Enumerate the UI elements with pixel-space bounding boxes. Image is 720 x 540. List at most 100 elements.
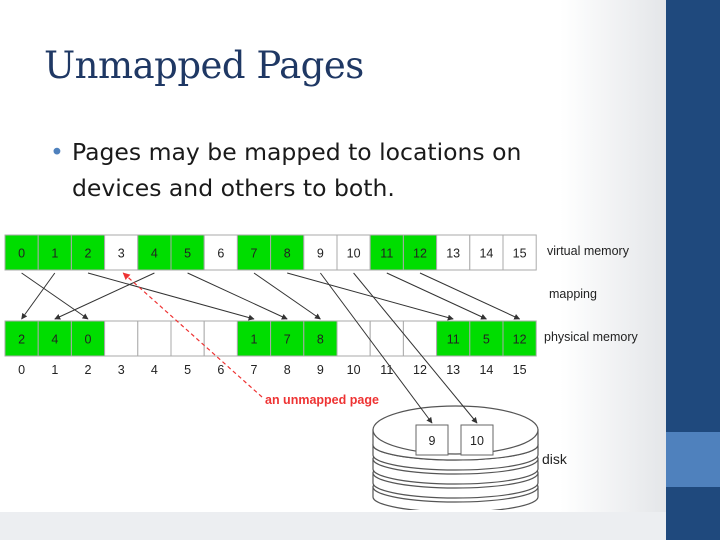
- frame-number: 5: [184, 363, 191, 377]
- physical-frame-cell: [203, 320, 238, 357]
- bottom-strip: [0, 512, 666, 540]
- physical-frame-cell: [270, 320, 305, 357]
- virtual-page-cell-label: 9: [317, 247, 324, 261]
- frame-number: 12: [413, 363, 427, 377]
- virtual-page-cell-label: 14: [479, 247, 493, 261]
- frame-number: 13: [446, 363, 460, 377]
- mapping-arrow: [21, 272, 89, 320]
- physical-frame-cell: [70, 320, 106, 357]
- virtual-memory-label: virtual memory: [547, 244, 630, 258]
- unmapped-arrow: [122, 272, 263, 398]
- unmapped-page-label: an unmapped page: [265, 393, 379, 407]
- physical-frame-cell-label: 11: [447, 333, 460, 347]
- disk-mapping-arrow: [319, 272, 433, 424]
- virtual-page-cell: [137, 234, 172, 271]
- frame-number: 2: [85, 363, 92, 377]
- mapping-arrow: [87, 272, 255, 321]
- mapping-arrow: [253, 272, 321, 320]
- physical-frame-cell-label: 4: [51, 333, 58, 347]
- frame-number: 0: [18, 363, 25, 377]
- bullet-icon: •: [50, 138, 64, 166]
- virtual-page-cell-label: 6: [217, 247, 224, 261]
- physical-frame-cell: [502, 320, 537, 357]
- frame-number: 8: [284, 363, 291, 377]
- frame-number: 4: [151, 363, 158, 377]
- virtual-page-cell: [170, 234, 205, 271]
- physical-frame-cell-label: 0: [85, 333, 92, 347]
- virtual-page-cell: [104, 234, 139, 271]
- physical-frame-cell: [137, 320, 172, 357]
- virtual-page-cell-label: 8: [284, 247, 291, 261]
- mapping-arrow: [54, 272, 155, 320]
- disk: 9 10: [372, 405, 539, 510]
- disk-label: disk: [542, 451, 568, 467]
- physical-frame-cell: [4, 320, 39, 357]
- virtual-page-cell-label: 12: [413, 247, 427, 261]
- virtual-page-cell: [469, 234, 504, 271]
- disk-block: [460, 424, 494, 456]
- virtual-page-cell-label: 5: [184, 247, 191, 261]
- virtual-page-cell-label: 4: [151, 247, 158, 261]
- virtual-page-cell-label: 10: [347, 247, 361, 261]
- virtual-page-cell-label: 3: [118, 247, 125, 261]
- virtual-page-cell: [270, 234, 305, 271]
- physical-frame-cell-label: 5: [483, 333, 490, 347]
- virtual-page-cell-label: 1: [51, 247, 58, 261]
- virtual-page-cell: [70, 234, 106, 271]
- physical-frame-cell: [402, 320, 438, 357]
- physical-frame-cell: [369, 320, 404, 357]
- frame-number: 1: [51, 363, 58, 377]
- frame-number: 9: [317, 363, 324, 377]
- frame-number: 15: [513, 363, 527, 377]
- virtual-page-cell: [303, 234, 338, 271]
- mapping-arrows: [21, 272, 521, 424]
- disk-platter-top: [372, 405, 539, 455]
- disk-block-label: 9: [429, 434, 436, 448]
- mapping-arrow: [419, 272, 521, 320]
- physical-frame-cell-label: 8: [317, 333, 324, 347]
- frame-number: 10: [347, 363, 361, 377]
- frame-number: 14: [479, 363, 493, 377]
- frame-number: 7: [251, 363, 258, 377]
- virtual-page-cell-label: 2: [85, 247, 92, 261]
- virtual-page-cell-label: 0: [18, 247, 25, 261]
- virtual-page-cell: [4, 234, 39, 271]
- disk-block-label: 10: [470, 434, 484, 448]
- physical-frame-cell-label: 12: [513, 333, 527, 347]
- disk-block: [415, 424, 449, 456]
- virtual-page-cell: [402, 234, 438, 271]
- virtual-page-cell-label: 15: [513, 247, 527, 261]
- physical-memory-row: 2 4 0 1 7 8 11 5 12: [4, 320, 537, 357]
- mapping-arrow: [21, 272, 56, 320]
- physical-frame-cell: [104, 320, 139, 357]
- frame-number: 3: [118, 363, 125, 377]
- mapping-label: mapping: [549, 287, 597, 301]
- slide-title: Unmapped Pages: [44, 44, 364, 87]
- virtual-page-cell: [436, 234, 471, 271]
- physical-memory-label: physical memory: [544, 330, 639, 344]
- virtual-page-cell: [37, 234, 72, 271]
- virtual-page-cell-label: 7: [251, 247, 258, 261]
- physical-frame-cell: [436, 320, 471, 357]
- bullet-text: Pages may be mapped to locations on devi…: [72, 138, 522, 202]
- physical-frame-cell: [469, 320, 504, 357]
- physical-frame-cell: [37, 320, 72, 357]
- physical-frame-cell-label: 2: [18, 333, 25, 347]
- mapping-arrow: [187, 272, 288, 320]
- virtual-page-cell-label: 13: [446, 247, 460, 261]
- bullet-item: • Pages may be mapped to locations on de…: [50, 134, 610, 206]
- physical-frame-cell: [303, 320, 338, 357]
- physical-frame-cell-label: 7: [284, 333, 291, 347]
- frame-number: 11: [380, 363, 393, 377]
- mapping-arrow: [287, 272, 454, 321]
- physical-frame-cell-label: 1: [251, 333, 258, 347]
- physical-frame-cell: [336, 320, 371, 357]
- virtual-page-cell: [236, 234, 272, 271]
- virtual-page-cell: [502, 234, 537, 271]
- accent-bar-light: [666, 432, 720, 487]
- disk-mapping-arrow: [353, 272, 478, 424]
- mapping-arrow: [386, 272, 487, 320]
